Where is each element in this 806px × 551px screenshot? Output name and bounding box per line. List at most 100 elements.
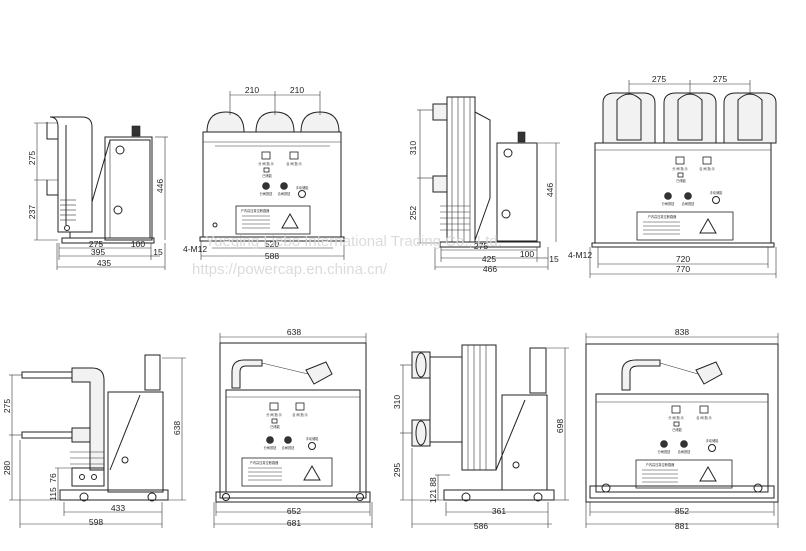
bl-front-open-ind-label: 分 闸 指 示 bbox=[266, 412, 281, 417]
bl-side-wheel-rear-icon bbox=[147, 492, 157, 502]
tl-front-open-indicator bbox=[261, 151, 271, 160]
tr-front-dim-w-total: 770 bbox=[676, 264, 690, 274]
tl-front-dim-w-total: 588 bbox=[265, 251, 279, 261]
tr-side-dim-w-total: 466 bbox=[483, 264, 497, 274]
tl-side-pivot-icon bbox=[115, 145, 125, 155]
bl-front-cabinet bbox=[219, 342, 367, 499]
br-side-dim-h-d: 121 bbox=[428, 489, 438, 503]
bl-side-terminal-block bbox=[71, 467, 105, 487]
tl-front-manual-store-icon[interactable] bbox=[298, 190, 306, 198]
bl-front-open-button[interactable] bbox=[266, 436, 274, 444]
tr-side-dim-h-upper: 310 bbox=[408, 141, 418, 155]
tr-side-dim-h-lower: 252 bbox=[408, 206, 418, 220]
br-front-wheel-left-icon bbox=[601, 483, 611, 493]
bl-side-bushing-lower bbox=[71, 427, 91, 443]
tl-front-manual-store-label: 手动储能 bbox=[296, 185, 310, 190]
tl-front-pole-left bbox=[206, 111, 245, 133]
bl-front-close-ind-label: 合 闸 指 示 bbox=[292, 412, 307, 417]
tl-front-open-btn-label: 分闸按钮 bbox=[260, 191, 274, 196]
bl-side-dim-h-upper: 275 bbox=[2, 399, 12, 413]
tr-front-manual-store-icon[interactable] bbox=[712, 196, 720, 204]
br-side-wheel-rear-icon bbox=[533, 492, 543, 502]
tl-side-bushing-upper bbox=[49, 116, 93, 233]
tr-front-pole-mid bbox=[663, 92, 717, 144]
tr-front-dim-pole-a: 275 bbox=[652, 74, 666, 84]
tr-front-manual-store-label: 手动储能 bbox=[710, 190, 724, 195]
tl-front-close-button[interactable] bbox=[280, 182, 288, 190]
bl-front-dim-w-inner: 652 bbox=[287, 506, 301, 516]
bl-side-view: 275 280 76 115 638 433 598 bbox=[2, 354, 186, 528]
br-front-open-button[interactable] bbox=[660, 440, 668, 448]
tr-side-frame bbox=[496, 142, 538, 242]
br-front-manual-store-label: 手动储能 bbox=[706, 438, 720, 443]
tr-side-dim-w-b: 100 bbox=[520, 249, 534, 259]
tr-front-spring-label: 已储能 bbox=[676, 178, 686, 183]
tl-front-close-indicator bbox=[289, 151, 299, 160]
tl-side-dim-w-c: 395 bbox=[91, 247, 105, 257]
tl-front-open-button[interactable] bbox=[262, 182, 270, 190]
tr-side-dim-w-a: 275 bbox=[474, 241, 488, 251]
tr-front-pole-left bbox=[602, 92, 656, 144]
br-front-close-button[interactable] bbox=[680, 440, 688, 448]
tl-front-close-ind-label: 合 闸 指 示 bbox=[286, 161, 301, 166]
tl-front-nameplate-label: 户内高压真空断路器 bbox=[241, 208, 270, 213]
tr-front-view: 分 闸 指 示 合 闸 指 示 已储能 分闸按钮 合闸按钮 手动储能 户内高压真… bbox=[568, 74, 777, 278]
bl-front-wheel-left-icon bbox=[222, 493, 230, 501]
br-front-wheel-right-icon bbox=[753, 483, 763, 493]
bl-side-wheel-front-icon bbox=[79, 492, 89, 502]
tl-side-dim-h-total: 446 bbox=[155, 179, 165, 193]
bl-front-close-button[interactable] bbox=[284, 436, 292, 444]
tr-side-dim-w-c: 425 bbox=[482, 254, 496, 264]
br-side-bushing-lower bbox=[411, 419, 431, 447]
tr-front-dim-pole-b: 275 bbox=[713, 74, 727, 84]
br-side-dim-w-inner: 361 bbox=[492, 506, 506, 516]
tl-front-close-btn-label: 合闸按钮 bbox=[278, 191, 292, 196]
bl-front-dim-w-total: 681 bbox=[287, 518, 301, 528]
bl-front-manual-store-icon[interactable] bbox=[308, 442, 316, 450]
watermark-url: https://powercap.en.china.cn/ bbox=[192, 261, 388, 278]
bl-side-dim-h-total: 638 bbox=[172, 421, 182, 435]
br-side-bushing-upper bbox=[411, 351, 431, 379]
tl-side-dim-h-upper: 275 bbox=[27, 151, 37, 165]
tr-side-terminal-upper bbox=[432, 103, 448, 121]
bl-side-dim-w-inner: 433 bbox=[111, 503, 125, 513]
br-side-dim-h-lower: 295 bbox=[392, 463, 402, 477]
tr-side-view: 310 252 446 275 100 425 15 466 bbox=[408, 96, 560, 274]
tl-side-dim-w-a: 275 bbox=[89, 239, 103, 249]
br-front-truck bbox=[589, 485, 775, 499]
br-side-wheel-front-icon bbox=[461, 492, 471, 502]
br-side-frame bbox=[501, 394, 548, 491]
br-front-close-ind-label: 合 闸 指 示 bbox=[696, 415, 711, 420]
tl-side-dim-h-lower: 237 bbox=[27, 205, 37, 219]
br-front-close-indicator bbox=[699, 405, 709, 414]
bl-side-frame bbox=[107, 391, 164, 493]
br-front-manual-store-icon[interactable] bbox=[708, 444, 716, 452]
tr-front-close-indicator bbox=[702, 156, 712, 165]
tl-front-open-ind-label: 分 闸 指 示 bbox=[258, 161, 273, 166]
bl-front-open-btn-label: 分闸按钮 bbox=[264, 445, 278, 450]
br-side-dim-w-total: 586 bbox=[474, 521, 488, 531]
bl-front-manual-store-label: 手动储能 bbox=[306, 436, 320, 441]
tl-front-spring-label: 已储能 bbox=[262, 173, 272, 178]
br-front-open-indicator bbox=[671, 405, 681, 414]
tl-front-bolts-label: 4-M12 bbox=[183, 244, 207, 254]
bl-side-dim-w-total: 598 bbox=[89, 517, 103, 527]
bl-front-view: 分 闸 指 示 合 闸 指 示 已储能 分闸按钮 合闸按钮 手动储能 户内高压真… bbox=[213, 327, 373, 528]
tr-front-open-button[interactable] bbox=[664, 192, 672, 200]
tr-front-pole-right bbox=[723, 92, 777, 144]
bl-front-close-indicator bbox=[295, 402, 305, 411]
bl-front-dim-w-top: 638 bbox=[287, 327, 301, 337]
br-side-dim-h-total: 698 bbox=[555, 419, 565, 433]
br-front-dim-w-inner: 852 bbox=[675, 506, 689, 516]
bl-front-wheel-right-icon bbox=[356, 493, 364, 501]
tl-side-dim-w-b: 100 bbox=[131, 239, 145, 249]
watermark-company: Yueqing Liebo International Trading Co.,… bbox=[205, 233, 502, 250]
br-front-cabinet bbox=[585, 343, 779, 503]
tr-front-close-button[interactable] bbox=[684, 192, 692, 200]
br-front-body bbox=[595, 393, 769, 493]
bl-side-dim-h-lower: 280 bbox=[2, 461, 12, 475]
bl-front-warning-icon bbox=[303, 464, 321, 481]
br-front-open-ind-label: 分 闸 指 示 bbox=[668, 415, 683, 420]
bl-side-dim-h-d: 115 bbox=[48, 487, 58, 501]
tl-side-view: 275 237 446 275 100 395 15 435 bbox=[27, 116, 168, 270]
